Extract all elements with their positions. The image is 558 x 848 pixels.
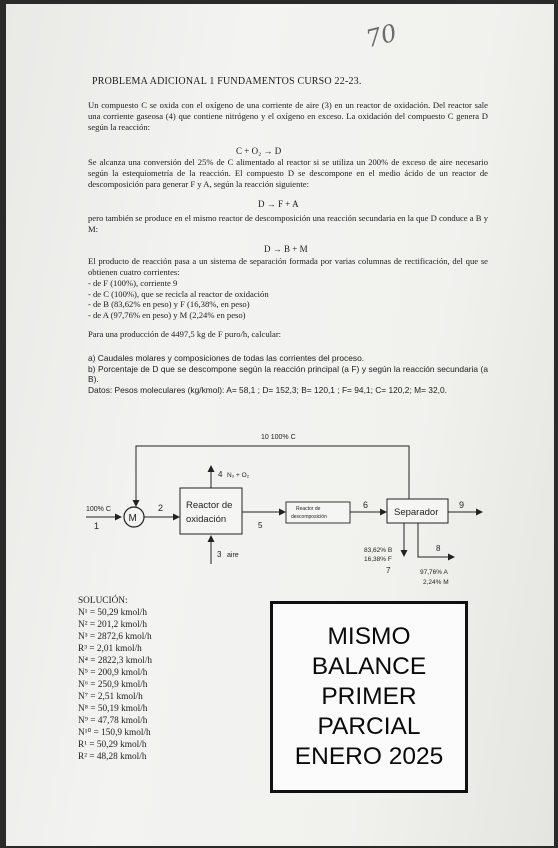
decomposition-reactor-label: descomposición bbox=[291, 514, 327, 520]
stream-4-number: 4 bbox=[218, 470, 223, 479]
banner-line: PARCIAL bbox=[317, 713, 421, 740]
stream-5-number: 5 bbox=[258, 521, 263, 530]
stream-2-number: 2 bbox=[158, 503, 163, 513]
stream-3-label: aire bbox=[227, 552, 239, 559]
questions: a) Caudales molares y composiciones de t… bbox=[88, 353, 488, 395]
stream-7-composition: 83,62% B bbox=[364, 547, 392, 554]
process-flow-diagram: 10 100% C 100% C 1 M 2 Reactor de oxidac… bbox=[86, 434, 483, 586]
list-item: R² = 48,28 kmol/h bbox=[78, 752, 147, 762]
list-item: - de B (83,62% en peso) y F (16,38%, en … bbox=[88, 299, 250, 310]
solution-title: SOLUCIÓN: bbox=[78, 596, 128, 606]
exam-sheet: 70 PROBLEMA ADICIONAL 1 FUNDAMENTOS CURS… bbox=[6, 4, 554, 846]
list-item: - de C (100%), que se recicla al reactor… bbox=[88, 288, 269, 299]
stream-7-number: 7 bbox=[386, 566, 391, 575]
reaction-1: C + O₂ → D bbox=[236, 146, 282, 156]
stream-8-composition: 97,76% A bbox=[420, 569, 448, 576]
feed-number: 1 bbox=[94, 521, 99, 531]
stream-4-label: N₂ + O₂ bbox=[227, 472, 250, 479]
separator-box bbox=[386, 498, 449, 524]
stream-6-number: 6 bbox=[363, 500, 368, 510]
banner-line: ENERO 2025 bbox=[294, 743, 444, 770]
list-item: - de A (97,76% en peso) y M (2,24% en pe… bbox=[88, 309, 246, 320]
separation-stream-list: - de F (100%), corriente 9 - de C (100%)… bbox=[88, 278, 488, 320]
list-item: N¹⁰ = 150,9 kmol/h bbox=[78, 728, 151, 738]
feed-label: 100% C bbox=[86, 506, 111, 513]
production-line: Para una producción de 4497,5 kg de F pu… bbox=[88, 329, 282, 339]
oxidation-reactor-label: oxidación bbox=[186, 514, 226, 525]
banner-line: PRIMER bbox=[321, 683, 417, 710]
stream-8-composition: 2,24% M bbox=[423, 579, 449, 586]
list-item: - de F (100%), corriente 9 bbox=[88, 278, 178, 288]
list-item: N² = 201,2 kmol/h bbox=[78, 620, 147, 630]
list-item: N⁶ = 250,9 kmol/h bbox=[78, 680, 148, 690]
reaction-2: D → F + A bbox=[258, 199, 299, 209]
intro-paragraph: Un compuesto C se oxida con el oxígeno d… bbox=[88, 100, 488, 132]
stream-8-line bbox=[417, 523, 455, 561]
conversion-paragraph: Se alcanza una conversión del 25% de C a… bbox=[88, 157, 488, 189]
banner-line: BALANCE bbox=[311, 653, 427, 680]
list-item: N⁷ = 2,51 kmol/h bbox=[78, 692, 143, 702]
solution-list: SOLUCIÓN: N¹ = 50,29 kmol/h N² = 201,2 k… bbox=[78, 595, 152, 763]
list-item: R³ = 2,01 kmol/h bbox=[78, 644, 142, 654]
handwritten-grade: 70 bbox=[363, 18, 400, 54]
list-item: N⁴ = 2822,3 kmol/h bbox=[78, 656, 153, 666]
list-item: N¹ = 50,29 kmol/h bbox=[78, 608, 147, 618]
recycle-label: 10 100% C bbox=[261, 434, 296, 441]
list-item: N³ = 2872,6 kmol/h bbox=[78, 632, 152, 642]
notice-banner: MISMO BALANCE PRIMER PARCIAL ENERO 2025 bbox=[270, 601, 468, 793]
molecular-weights: Datos: Pesos moleculares (kg/kmol): A= 5… bbox=[88, 384, 447, 395]
decomposition-reactor-label: Reactor de bbox=[296, 506, 321, 512]
question-b: b) Porcentaje de D que se descompone seg… bbox=[88, 363, 488, 385]
oxidation-reactor-label: Reactor de bbox=[186, 500, 232, 511]
secondary-reaction-paragraph: pero también se produce en el mismo reac… bbox=[88, 213, 488, 234]
list-item: N⁸ = 50,19 kmol/h bbox=[78, 704, 148, 714]
stream-8-number: 8 bbox=[436, 544, 441, 553]
question-a: a) Caudales molares y composiciones de t… bbox=[88, 353, 365, 363]
problem-title: PROBLEMA ADICIONAL 1 FUNDAMENTOS CURSO 2… bbox=[92, 76, 362, 87]
list-item: R¹ = 50,29 kmol/h bbox=[78, 740, 147, 750]
separator-label: Separador bbox=[394, 507, 438, 518]
list-item: N⁹ = 47,78 kmol/h bbox=[78, 716, 148, 726]
oxidation-reactor-box bbox=[179, 487, 243, 535]
recycle-stream-line bbox=[132, 445, 410, 507]
stream-9-number: 9 bbox=[459, 500, 464, 510]
reaction-3: D → B + M bbox=[264, 244, 308, 254]
mixer-label: M bbox=[129, 513, 137, 524]
stream-3-number: 3 bbox=[217, 550, 222, 559]
list-item: N⁵ = 200,9 kmol/h bbox=[78, 668, 148, 678]
banner-line: MISMO bbox=[327, 623, 411, 650]
stream-7-composition: 16,38% F bbox=[364, 556, 392, 563]
separation-intro: El producto de reacción pasa a un sistem… bbox=[88, 256, 488, 277]
